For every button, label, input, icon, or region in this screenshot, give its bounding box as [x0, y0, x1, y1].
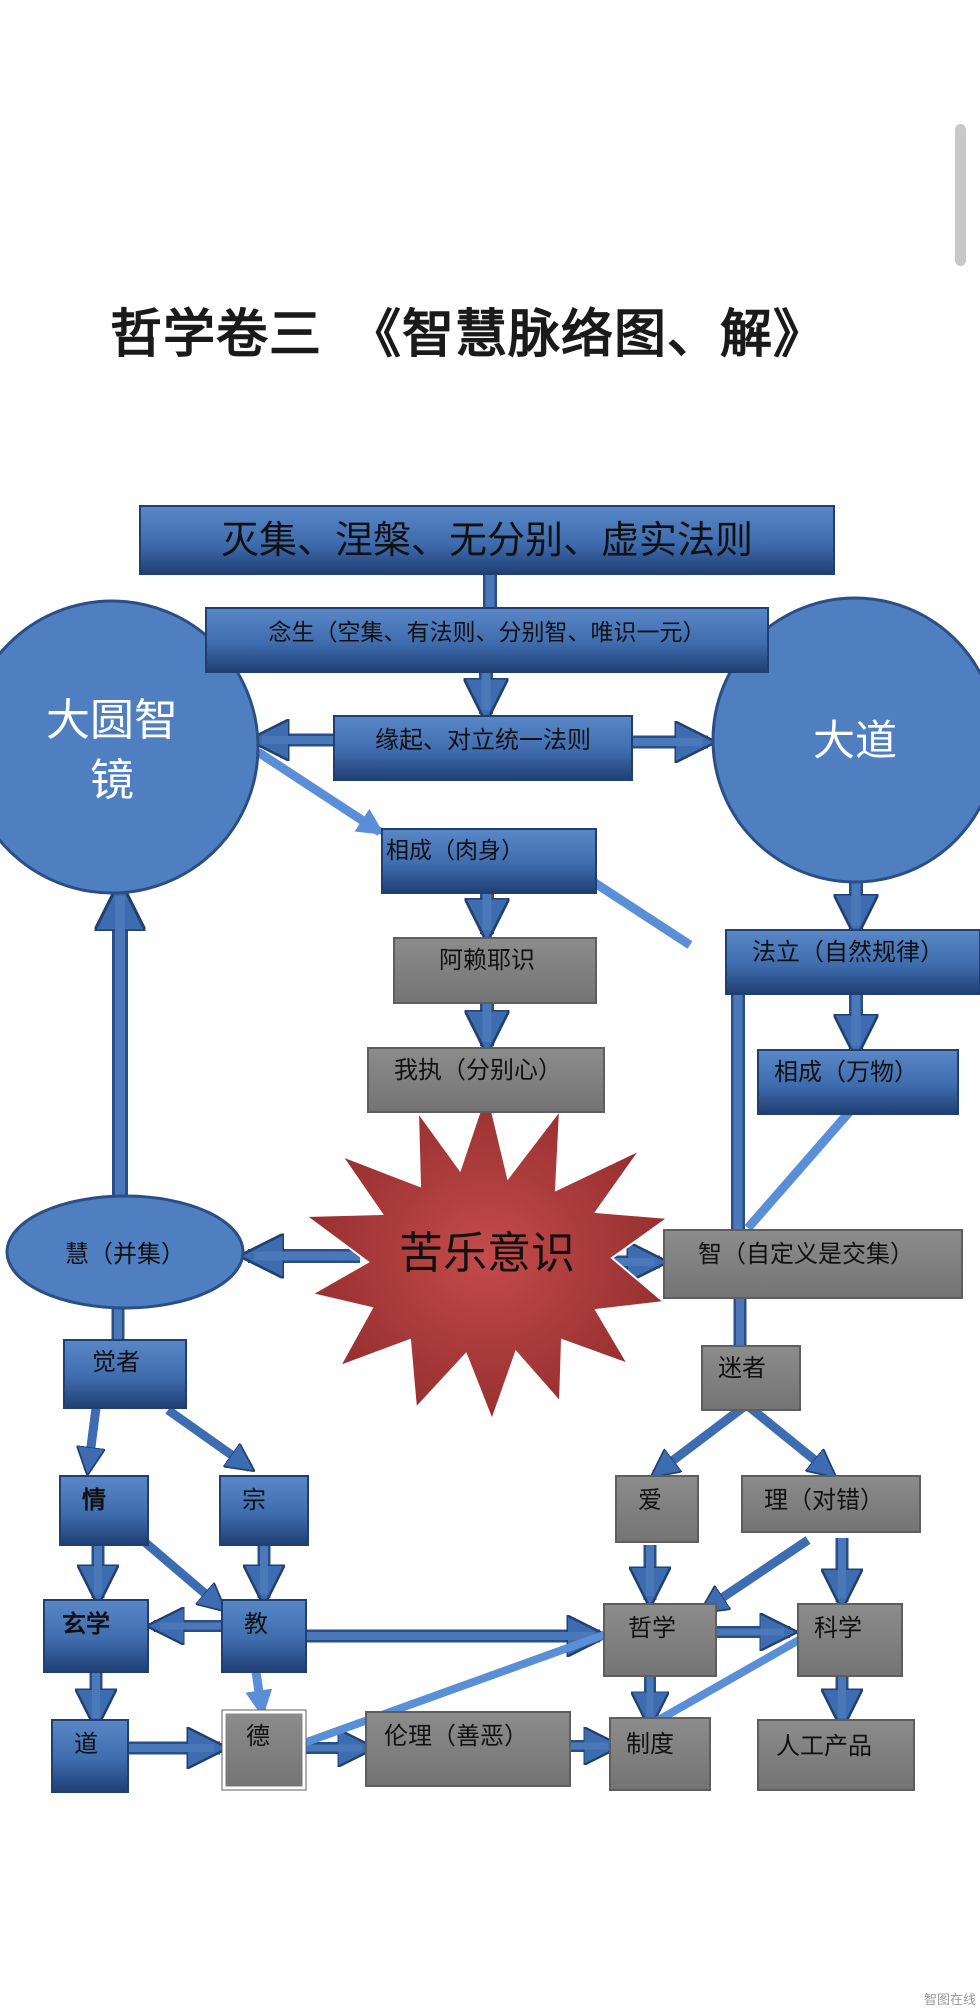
arrow-juezhe-to-zong [165, 1406, 250, 1468]
page-title: 哲学卷三 《智慧脉络图、解》 [110, 304, 827, 365]
dadao-label: 大道 [813, 716, 897, 765]
box-top: 灭集、涅槃、无分别、虚实法则 [139, 505, 835, 575]
arrow-jiao-to-de [245, 1671, 273, 1718]
line-de-to-zhexue [288, 1628, 614, 1752]
arrow-mizhe-to-ai [655, 1402, 748, 1474]
box-de: 德 [221, 1709, 307, 1791]
box-zhi: 智（自定义是交集） [663, 1229, 963, 1299]
dadao-circle: 大道 [711, 596, 980, 884]
box-wozhi: 我执（分别心） [367, 1047, 605, 1113]
kule-starburst: 苦乐意识 [303, 1086, 671, 1423]
box-fali: 法立（自然规律） [725, 929, 980, 995]
line-wanwu-to-zhi [744, 1099, 862, 1231]
wanwu-label: 相成（万物） [774, 1058, 918, 1086]
connectors [88, 560, 858, 1748]
arrow-li-to-zhexue [704, 1536, 811, 1610]
box-rengong: 人工产品 [757, 1719, 915, 1791]
arrow-qing-to-jiao [137, 1534, 222, 1608]
line-kexue-to-zhidu [646, 1632, 808, 1730]
box-jiao: 教 [221, 1599, 307, 1673]
box-ai: 爱 [615, 1475, 699, 1543]
box-lunli: 伦理（善恶） [365, 1711, 571, 1787]
zhi-label: 智（自定义是交集） [698, 1240, 914, 1268]
kexue-label: 科学 [814, 1614, 862, 1642]
jiao-label: 教 [244, 1610, 268, 1638]
box-xiangcheng-wanwu: 相成（万物） [757, 1049, 959, 1115]
yuanqi-label: 缘起、对立统一法则 [375, 726, 591, 754]
box-zhexue: 哲学 [603, 1603, 717, 1677]
box-qing: 情 [59, 1475, 149, 1546]
li-label: 理（对错） [764, 1486, 884, 1514]
kule-label: 苦乐意识 [399, 1228, 575, 1279]
ai-label: 爱 [638, 1486, 662, 1514]
box-yuanqi: 缘起、对立统一法则 [333, 715, 633, 781]
arrow-mizhe-to-li [745, 1402, 832, 1474]
hui-label: 慧（并集） [65, 1240, 185, 1268]
box-xuanxue: 玄学 [43, 1599, 149, 1673]
dayuan-label: 镜 [90, 755, 134, 806]
zhidu-label: 制度 [626, 1730, 674, 1758]
alaiye-label: 阿赖耶识 [439, 946, 535, 974]
box-zhidu: 制度 [609, 1717, 711, 1791]
hui-ellipse: 慧（并集） [5, 1194, 245, 1310]
wozhi-label: 我执（分别心） [394, 1056, 562, 1084]
zong-label: 宗 [242, 1486, 266, 1514]
dao-label: 道 [74, 1730, 98, 1758]
box-dao: 道 [51, 1719, 129, 1793]
mizhe-label: 迷者 [718, 1354, 766, 1382]
xuanxue-label: 玄学 [62, 1609, 110, 1638]
zhexue-label: 哲学 [628, 1614, 676, 1642]
lunli-label: 伦理（善恶） [384, 1722, 528, 1750]
box-xiangcheng-roushen: 相成（肉身） [381, 828, 597, 894]
watermark: 智图在线 [923, 1993, 976, 2008]
box-kexue: 科学 [797, 1603, 903, 1677]
rengong-label: 人工产品 [776, 1732, 872, 1760]
box-zong: 宗 [219, 1475, 309, 1546]
dayuan-circle: 大圆智 镜 [0, 599, 260, 895]
arrow-juezhe-to-qing [88, 1407, 96, 1470]
box-mizhe: 迷者 [701, 1345, 801, 1411]
scrollbar[interactable] [955, 124, 966, 266]
roushen-label: 相成（肉身） [386, 838, 524, 864]
nian-label: 念生（空集、有法则、分别智、唯识一元） [269, 620, 706, 646]
box-nian: 念生（空集、有法则、分别智、唯识一元） [205, 607, 769, 673]
box-juezhe: 觉者 [63, 1339, 187, 1409]
juezhe-label: 觉者 [92, 1348, 140, 1376]
qing-label: 情 [82, 1485, 106, 1514]
de-label: 德 [246, 1722, 270, 1750]
dayuan-label: 大圆智 [46, 695, 178, 746]
fali-label: 法立（自然规律） [752, 938, 944, 966]
box-alaiye: 阿赖耶识 [393, 937, 597, 1004]
box-li-duicuo: 理（对错） [741, 1475, 921, 1533]
arrow-dayuan-to-roushen [255, 748, 385, 836]
top-label: 灭集、涅槃、无分别、虚实法则 [221, 518, 753, 562]
